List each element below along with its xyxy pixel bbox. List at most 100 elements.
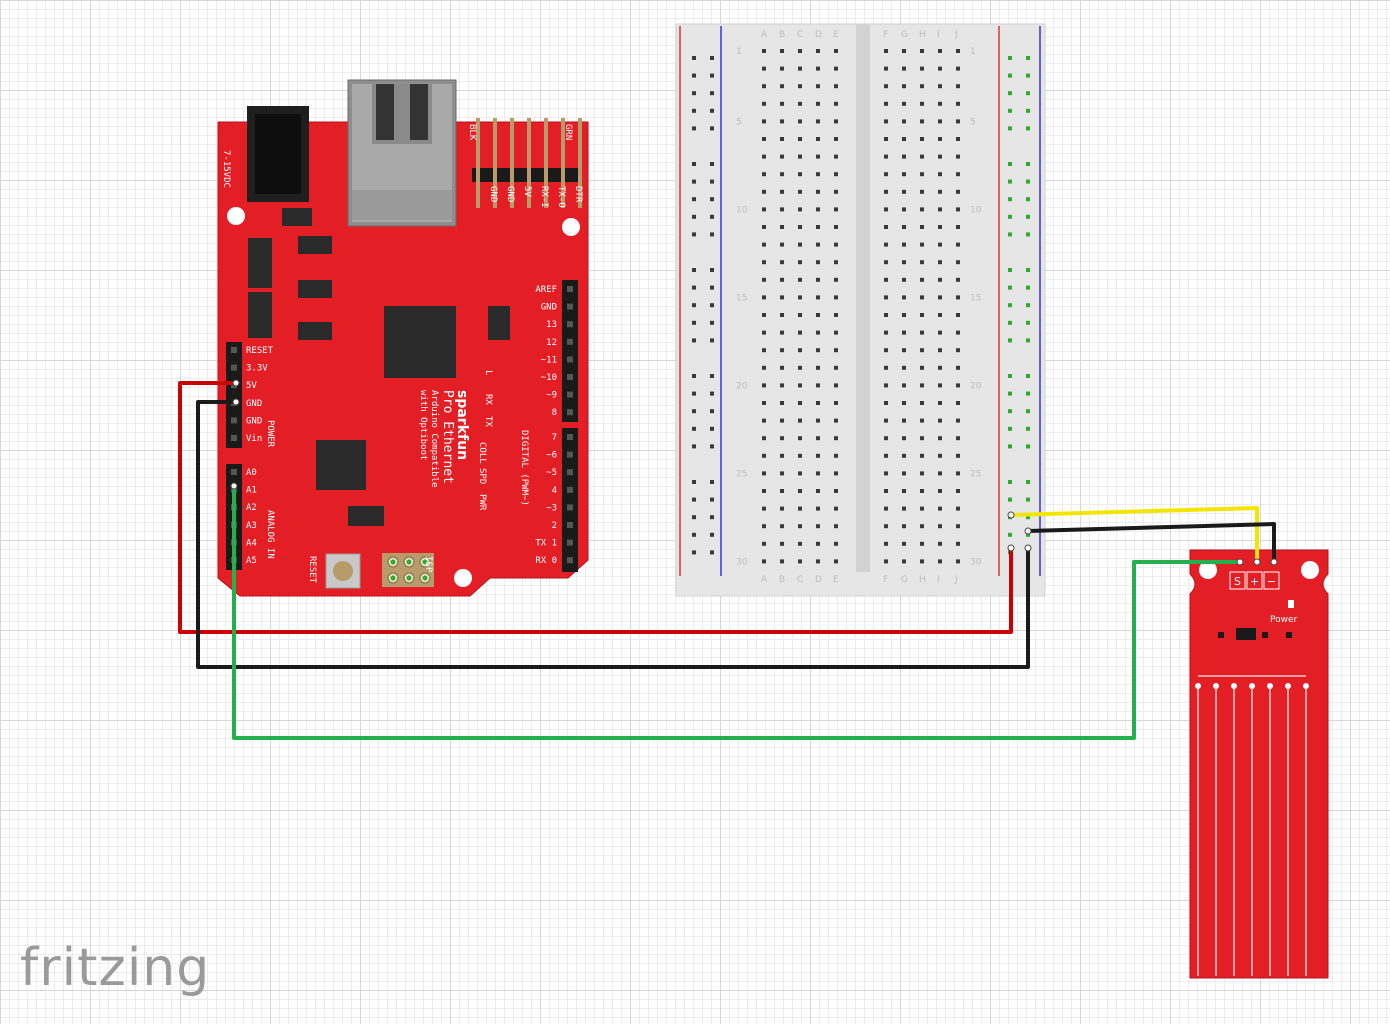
crystal [488, 306, 510, 340]
header-pin[interactable] [231, 435, 237, 441]
reset-button[interactable] [325, 553, 361, 589]
pin-label: ~3 [546, 503, 557, 513]
sensor-pin[interactable] [1246, 571, 1263, 590]
led-label: SPD [477, 468, 487, 484]
header-pin[interactable] [527, 118, 531, 208]
pin-label: GND [488, 186, 498, 202]
pin-label: RX 0 [535, 556, 557, 566]
header-pin[interactable] [567, 486, 573, 493]
pin-label: 8 [552, 408, 557, 418]
mounting-hole [227, 207, 245, 225]
column-label: I [937, 30, 940, 40]
wire-endpoint[interactable] [230, 482, 238, 490]
header-pin[interactable] [231, 364, 237, 371]
column-label: G [901, 575, 908, 585]
board-branding: sparkfun Pro Ethernet Arduino Compatible… [418, 390, 470, 488]
sensor-pin[interactable] [1263, 571, 1280, 590]
header-pin[interactable] [561, 118, 565, 208]
row-label: 15 [970, 293, 981, 303]
header-pin[interactable] [510, 118, 514, 208]
header-pin[interactable] [567, 522, 573, 528]
wire-endpoint[interactable] [1024, 527, 1032, 535]
wire-endpoint[interactable] [1236, 558, 1244, 566]
row-label: 1 [736, 47, 742, 57]
pin-label: AREF [535, 285, 557, 295]
wire-endpoint[interactable] [1024, 544, 1032, 552]
column-label: A [761, 575, 768, 585]
row-label: 1 [970, 47, 976, 57]
sensor-traces [1195, 675, 1309, 976]
wire-black-sensor-gnd[interactable] [1027, 522, 1276, 562]
analog-group-label: ANALOG IN [265, 510, 275, 559]
column-label: J [954, 30, 958, 40]
brand-name: sparkfun [454, 390, 470, 460]
sensor-pin-header[interactable]: S+− [1229, 571, 1280, 590]
led-label: TX [483, 416, 493, 427]
breadboard-holes [762, 49, 960, 564]
wire-endpoint[interactable] [1270, 558, 1278, 566]
header-pin[interactable] [567, 391, 573, 398]
header-pin[interactable] [567, 451, 573, 458]
row-label: 10 [736, 205, 748, 215]
wires[interactable] [178, 379, 1278, 740]
wire-yellow-vcc[interactable] [1010, 506, 1259, 562]
header-pin[interactable] [493, 118, 497, 208]
header-pin[interactable] [567, 338, 573, 345]
wire-black-gnd[interactable] [196, 400, 1030, 669]
wire-red-5v[interactable] [178, 381, 1013, 634]
header-pin[interactable] [476, 118, 480, 208]
column-label: G [901, 30, 908, 40]
pin-label: 5V [246, 381, 257, 391]
sensor-pin[interactable] [1229, 571, 1246, 590]
wire-endpoint[interactable] [1007, 511, 1015, 519]
isp-header[interactable] [382, 553, 434, 587]
pin-label: ~9 [546, 391, 557, 401]
led-label: PWR [477, 494, 487, 511]
fritzing-logo: fritzing [20, 938, 211, 998]
header-pin[interactable] [567, 557, 573, 564]
row-label: 30 [970, 557, 982, 567]
header-pin[interactable] [231, 417, 237, 424]
header-pin[interactable] [231, 347, 237, 353]
wire-endpoint[interactable] [1253, 558, 1261, 566]
power-jack-label: 7-15VDC [221, 150, 231, 188]
wire-endpoint[interactable] [1007, 544, 1015, 552]
header-pin[interactable] [567, 286, 573, 292]
column-label: H [919, 30, 926, 40]
pin-label: Vin [246, 434, 262, 444]
wire-endpoint[interactable] [232, 398, 240, 406]
sensor-pin-label: − [1267, 575, 1276, 588]
header-pin[interactable] [567, 356, 573, 363]
header-pin[interactable] [567, 434, 573, 440]
wire-endpoint[interactable] [232, 379, 240, 387]
column-label: I [937, 575, 940, 585]
mounting-hole [562, 218, 580, 236]
water-level-sensor[interactable]: Power S+− [1189, 549, 1329, 979]
header-pin[interactable] [567, 409, 573, 416]
capacitor [298, 236, 332, 254]
wire-green-signal[interactable] [232, 486, 1240, 740]
header-pin[interactable] [578, 118, 582, 208]
header-pin[interactable] [544, 118, 548, 208]
header-pin[interactable] [567, 504, 573, 511]
row-label: 5 [970, 117, 976, 127]
pin-label: DTR [573, 186, 583, 203]
header-pin[interactable] [231, 469, 237, 475]
row-label: 5 [736, 117, 742, 127]
column-label: C [797, 30, 803, 40]
column-label: E [833, 575, 839, 585]
header-pin[interactable] [567, 374, 573, 380]
header-pin[interactable] [567, 303, 573, 310]
header-pin[interactable] [567, 321, 573, 328]
row-label: 25 [970, 469, 981, 479]
header-pin[interactable] [567, 539, 573, 546]
header-pin[interactable] [567, 469, 573, 476]
capacitor-3 [298, 322, 332, 340]
row-label: 25 [736, 469, 747, 479]
